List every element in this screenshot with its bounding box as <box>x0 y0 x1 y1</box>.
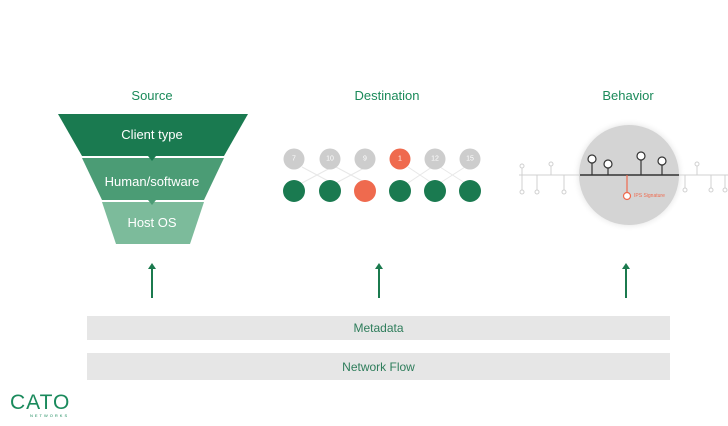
metadata-label: Metadata <box>353 321 404 335</box>
network-flow-label: Network Flow <box>342 359 415 374</box>
cato-logo: CATO <box>10 391 71 414</box>
funnel-notch-2 <box>148 200 156 205</box>
dest-bottom-dot-6 <box>459 180 481 202</box>
dest-bottom-dot-5 <box>424 180 446 202</box>
dest-top-dot-1 <box>283 148 305 170</box>
dest-label-6: 15 <box>466 155 474 163</box>
source-arrow-shaft <box>151 268 153 298</box>
behavior-arrow-head <box>622 263 630 269</box>
behavior-heading: Behavior <box>602 88 654 103</box>
dest-top-dot-4 <box>389 148 411 170</box>
behavior-arrow-shaft <box>625 268 627 298</box>
funnel-layer-client-type <box>58 114 248 156</box>
source-arrow-head <box>148 263 156 269</box>
timeline-main-markers <box>587 151 667 175</box>
funnel-layer-host-os <box>102 202 204 244</box>
dest-bottom-dot-1 <box>283 180 305 202</box>
funnel-notch-1 <box>148 156 156 161</box>
metadata-bar: Metadata <box>87 316 670 340</box>
ips-marker-dot <box>622 191 632 201</box>
dest-label-3: 9 <box>363 155 367 163</box>
dest-top-dot-6 <box>459 148 481 170</box>
funnel-layer-human-software <box>82 158 224 200</box>
cato-logo-sub: NETWORKS <box>30 413 70 418</box>
dest-label-4: 1 <box>398 155 402 163</box>
ips-signature-label: IPS Signature <box>634 193 665 199</box>
dest-label-1: 7 <box>292 155 296 163</box>
dest-bottom-dot-3 <box>354 180 376 202</box>
dest-top-dot-5 <box>424 148 446 170</box>
network-flow-bar: Network Flow <box>87 353 670 380</box>
dest-label-2: 10 <box>326 155 334 163</box>
timeline-faint-ticks <box>519 161 728 195</box>
funnel-label-host-os: Host OS <box>127 215 177 230</box>
destination-arrow-head <box>375 263 383 269</box>
source-heading: Source <box>131 88 173 103</box>
dest-top-dot-2 <box>319 148 341 170</box>
destination-connectors <box>301 166 466 184</box>
destination-arrow-shaft <box>378 268 380 298</box>
dest-bottom-dot-4 <box>389 180 411 202</box>
funnel-label-human-software: Human/software <box>104 174 200 189</box>
dest-label-5: 12 <box>431 155 439 163</box>
funnel-label-client-type: Client type <box>121 127 183 142</box>
dest-top-dot-3 <box>354 148 376 170</box>
destination-heading: Destination <box>354 88 420 103</box>
dest-bottom-dot-2 <box>319 180 341 202</box>
